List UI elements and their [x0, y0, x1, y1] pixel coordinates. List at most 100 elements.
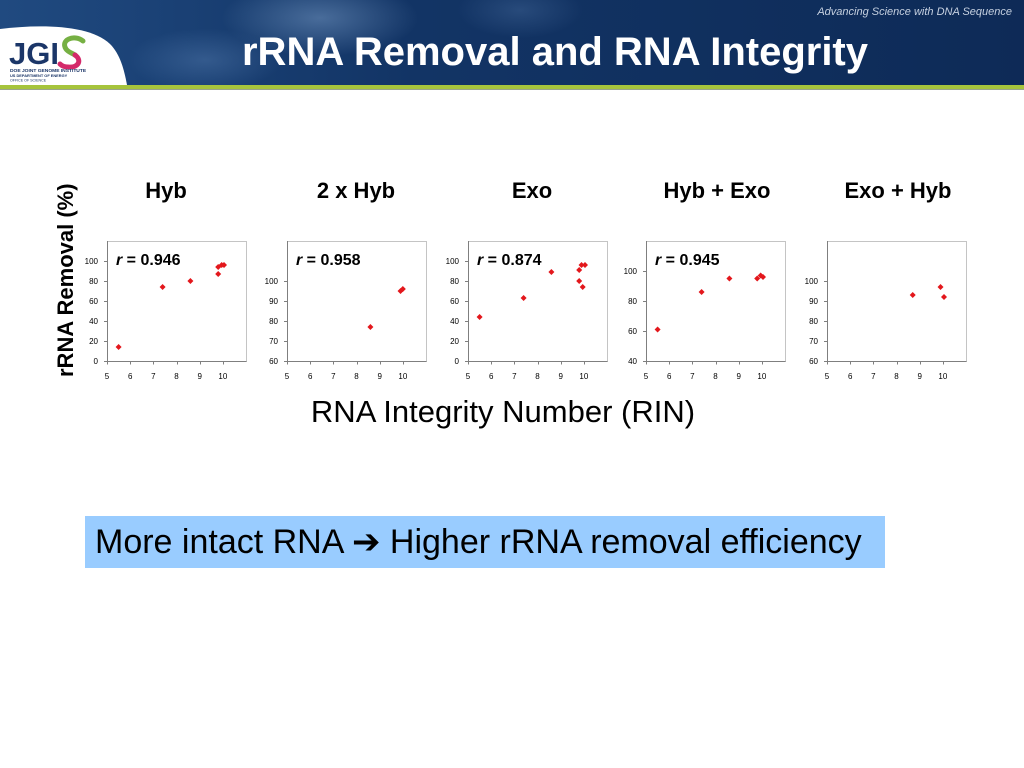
header-banner: JGI DOE JOINT GENOME INSTITUTE US DEPART… — [0, 0, 1024, 85]
y-tick-label: 100 — [446, 257, 460, 266]
plot-frame — [827, 241, 967, 362]
y-tick-label: 0 — [94, 357, 99, 366]
x-tick-label: 8 — [354, 372, 359, 381]
x-tick-label: 5 — [285, 372, 290, 381]
correlation-symbol: r — [296, 252, 303, 269]
x-tick-label: 8 — [894, 372, 899, 381]
y-tick-label: 70 — [269, 337, 278, 346]
x-tick-label: 8 — [535, 372, 540, 381]
x-tick-label: 9 — [377, 372, 382, 381]
data-point — [520, 295, 527, 301]
y-tick-label: 60 — [628, 327, 637, 336]
y-tick-label: 40 — [450, 317, 459, 326]
y-tick-label: 100 — [265, 277, 279, 286]
data-point — [576, 278, 583, 284]
y-tick-label: 80 — [628, 297, 637, 306]
data-point — [726, 275, 733, 282]
x-tick-label: 5 — [466, 372, 471, 381]
x-tick-label: 6 — [308, 372, 313, 381]
data-point — [578, 262, 585, 268]
data-point — [159, 284, 166, 290]
plot-frame — [468, 241, 608, 362]
y-tick-label: 80 — [89, 277, 98, 286]
y-tick-label: 90 — [269, 297, 278, 306]
x-tick-label: 7 — [331, 372, 336, 381]
data-point — [579, 284, 586, 290]
y-tick-label: 60 — [809, 357, 818, 366]
x-tick-label: 9 — [558, 372, 563, 381]
correlation-label: r = 0.874 — [477, 252, 542, 269]
chart-title-2x-hyb: 2 x Hyb — [316, 178, 396, 203]
chart-title-exo-hyb: Exo + Hyb — [844, 178, 952, 203]
correlation-value: = 0.874 — [483, 252, 541, 269]
data-point — [698, 289, 705, 295]
correlation-value: = 0.945 — [661, 252, 719, 269]
logo-swoosh-red-icon — [57, 52, 82, 70]
correlation-symbol: r — [116, 252, 123, 269]
header-divider — [0, 89, 1024, 90]
data-point — [909, 292, 916, 298]
y-tick-label: 0 — [455, 357, 460, 366]
slide-title: rRNA Removal and RNA Integrity — [241, 30, 868, 74]
data-point — [940, 294, 947, 300]
logo-line-2: US DEPARTMENT OF ENERGY — [10, 73, 68, 78]
y-tick-label: 80 — [809, 317, 818, 326]
x-tick-label: 5 — [105, 372, 110, 381]
correlation-symbol: r — [477, 252, 484, 269]
x-tick-label: 6 — [667, 372, 672, 381]
y-tick-label: 60 — [450, 297, 459, 306]
data-point — [581, 262, 588, 268]
x-tick-label: 9 — [197, 372, 202, 381]
x-axis-label: RNA Integrity Number (RIN) — [310, 394, 696, 429]
data-point — [367, 324, 374, 330]
y-tick-label: 20 — [450, 337, 459, 346]
callout-text: More intact RNA ➔ Higher rRNA removal ef… — [95, 523, 862, 561]
correlation-label: r = 0.958 — [296, 252, 361, 269]
header-stripe — [0, 85, 1024, 89]
y-tick-label: 80 — [269, 317, 278, 326]
x-tick-label: 6 — [848, 372, 853, 381]
x-tick-label: 7 — [871, 372, 876, 381]
scatter-chart-2x-hyb: 60 70 80 90 100 5 6 7 8 9 10 r = 0.958 — [265, 241, 427, 381]
logo-line-3: OFFICE OF SCIENCE — [10, 79, 47, 83]
x-tick-label: 6 — [128, 372, 133, 381]
y-tick-label: 80 — [450, 277, 459, 286]
callout-box: More intact RNA ➔ Higher rRNA removal ef… — [85, 516, 885, 568]
x-tick-label: 8 — [713, 372, 718, 381]
x-tick-label: 7 — [512, 372, 517, 381]
data-point — [754, 275, 761, 282]
correlation-label: r = 0.946 — [116, 252, 181, 269]
correlation-label: r = 0.945 — [655, 252, 720, 269]
data-point — [759, 274, 766, 280]
logo-mark: JGI — [9, 36, 59, 71]
y-tick-label: 20 — [89, 337, 98, 346]
data-point — [654, 326, 661, 333]
data-point — [220, 262, 227, 268]
y-tick-label: 90 — [809, 297, 818, 306]
plot-frame — [287, 241, 427, 362]
x-tick-label: 9 — [736, 372, 741, 381]
y-axis-label: rRNA Removal (%) — [53, 183, 78, 377]
x-tick-label: 5 — [644, 372, 649, 381]
x-tick-label: 9 — [917, 372, 922, 381]
correlation-value: = 0.958 — [302, 252, 360, 269]
logo-swoosh-green-icon — [62, 35, 86, 58]
x-tick-label: 6 — [489, 372, 494, 381]
x-tick-label: 10 — [398, 372, 407, 381]
logo-background — [0, 26, 127, 85]
data-point — [115, 344, 122, 350]
plot-frame — [646, 241, 786, 362]
x-tick-label: 8 — [174, 372, 179, 381]
correlation-value: = 0.946 — [122, 252, 180, 269]
data-point — [937, 284, 944, 290]
data-point — [187, 278, 194, 284]
y-tick-label: 60 — [269, 357, 278, 366]
y-tick-label: 70 — [809, 337, 818, 346]
logo-line-1: DOE JOINT GENOME INSTITUTE — [10, 68, 87, 74]
chart-title-exo: Exo — [511, 178, 553, 203]
jgi-logo: JGI DOE JOINT GENOME INSTITUTE US DEPART… — [0, 26, 127, 85]
